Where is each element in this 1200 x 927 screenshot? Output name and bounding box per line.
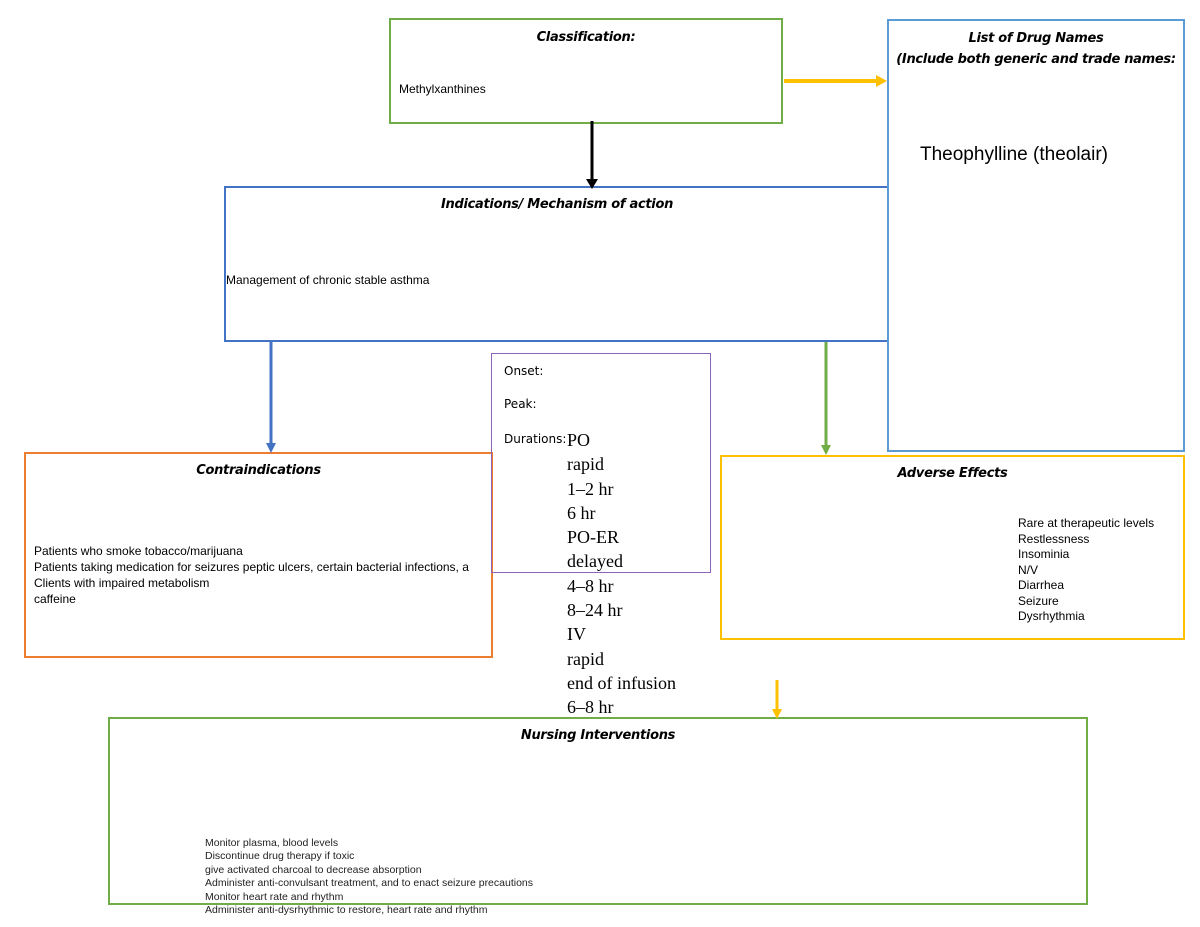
duration-label: Durations:: [504, 432, 567, 446]
drug-names-title: List of Drug Names: [968, 31, 1104, 46]
drug-names-box: List of Drug Names (Include both generic…: [887, 19, 1185, 452]
classification-title: Classification:: [536, 30, 636, 45]
adverse-effects-box: Adverse Effects Rare at therapeutic leve…: [720, 455, 1185, 640]
list-item: Administer anti-dysrhythmic to restore, …: [205, 904, 488, 917]
pk-value: end of infusion: [567, 672, 676, 693]
list-item: Restlessness: [1018, 531, 1090, 546]
list-item: Rare at therapeutic levels: [1018, 516, 1155, 530]
list-item: Patients who smoke tobacco/marijuana: [34, 544, 243, 558]
list-item: Monitor heart rate and rhythm: [205, 890, 344, 903]
onset-label: Onset:: [504, 364, 544, 378]
list-item: Insominia: [1018, 547, 1070, 561]
contraindications-title: Contraindications: [196, 463, 321, 478]
adverse-effects-list: Rare at therapeutic levels Restlessness …: [1018, 516, 1154, 625]
drug-name-value: Theophylline (theolair): [920, 144, 1108, 165]
contraindications-list: Patients who smoke tobacco/marijuana Pat…: [34, 543, 469, 607]
pk-value: 6–8 hr: [567, 697, 614, 718]
list-item: Seizure: [1018, 593, 1059, 608]
list-item: Monitor plasma, blood levels: [205, 837, 339, 849]
nursing-interventions-box: Nursing Interventions: [108, 717, 1088, 905]
pk-value: rapid: [567, 648, 604, 669]
indications-value: Management of chronic stable asthma: [226, 273, 430, 287]
list-item: Diarrhea: [1018, 578, 1065, 592]
pk-value: 1–2 hr: [567, 478, 614, 499]
classification-box: Classification: Methylxanthines: [389, 18, 783, 124]
arrow-indications-to-contraindications: [266, 342, 276, 453]
pk-value: 4–8 hr: [567, 575, 614, 596]
peak-label: Peak:: [504, 397, 537, 411]
pk-value: 6 hr: [567, 502, 596, 523]
arrow-classification-to-drug-names: [784, 75, 887, 87]
pk-value: rapid: [567, 454, 604, 475]
adverse-effects-title: Adverse Effects: [897, 466, 1008, 481]
contraindications-box: Contraindications Patients who smoke tob…: [24, 452, 493, 658]
arrow-adverse-to-nursing: [772, 680, 782, 719]
list-item: Patients taking medication for seizures …: [34, 560, 469, 574]
list-item: Dysrhythmia: [1018, 609, 1085, 623]
arrow-indications-to-adverse-effects: [821, 342, 831, 455]
pk-value: PO: [567, 430, 591, 450]
classification-value: Methylxanthines: [399, 82, 486, 96]
nursing-interventions-title: Nursing Interventions: [520, 728, 676, 743]
pk-value: PO-ER: [567, 527, 620, 548]
pk-value: delayed: [567, 551, 623, 572]
list-item: Discontinue drug therapy if toxic: [205, 850, 355, 863]
list-item: Clients with impaired metabolism: [34, 576, 210, 590]
pk-value: 8–24 hr: [567, 600, 623, 621]
list-item: caffeine: [34, 592, 76, 606]
list-item: Administer anti-convulsant treatment, an…: [205, 877, 534, 890]
list-item: N/V: [1018, 562, 1039, 577]
pharmacokinetics-values: PO rapid 1–2 hr 6 hr PO-ER delayed 4–8 h…: [567, 428, 676, 720]
drug-names-subtitle: (Include both generic and trade names:: [896, 52, 1176, 67]
pk-value: IV: [567, 624, 586, 645]
pharmacokinetics-box: Onset: Peak: Durations:: [491, 353, 711, 573]
nursing-interventions-list: Monitor plasma, blood levels Discontinue…: [205, 837, 533, 917]
indications-title: Indications/ Mechanism of action: [440, 197, 674, 212]
list-item: give activated charcoal to decrease abso…: [205, 863, 422, 876]
arrow-classification-to-indications: [586, 121, 598, 189]
